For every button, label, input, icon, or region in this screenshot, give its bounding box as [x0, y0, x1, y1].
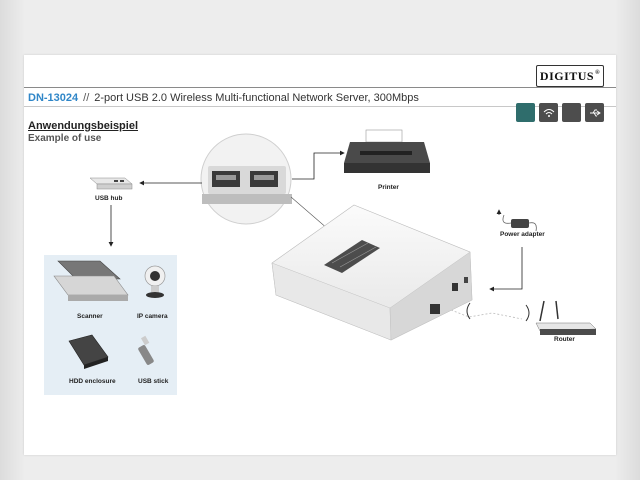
usage-diagram [44, 129, 597, 395]
product-description: 2-port USB 2.0 Wireless Multi-functional… [94, 92, 419, 104]
network-server-device [271, 204, 473, 341]
usb-hub-label: USB hub [95, 195, 123, 202]
ethernet-port-icon [452, 283, 458, 291]
product-title: DN-13024 // 2-port USB 2.0 Wireless Multi-… [28, 92, 419, 104]
ip-camera-icon [144, 265, 166, 298]
usb-ports-zoom [200, 133, 292, 225]
feature-badges [516, 103, 604, 122]
scanner-label: Scanner [77, 313, 103, 320]
usb-hub-icon [89, 177, 133, 190]
title-divider-2 [24, 106, 616, 107]
scanner-icon [53, 260, 129, 301]
power-adapter-label: Power adapter [500, 231, 545, 238]
usb-badge-icon [585, 103, 604, 122]
hdd-enclosure-icon [68, 334, 109, 369]
wireless-badge-icon [539, 103, 558, 122]
background-right [616, 0, 640, 480]
product-sheet: DIGITUS® DN-13024 // 2-port USB 2.0 Wirele… [24, 55, 616, 455]
router-icon [535, 300, 597, 335]
fast-connect-badge-icon [516, 103, 535, 122]
section-heading-de: Anwendungsbeispiel [28, 120, 139, 132]
power-adapter-icon [502, 214, 537, 232]
section-heading-en: Example of use [28, 133, 102, 144]
power-port-icon [464, 277, 468, 283]
lan-port-icon [430, 304, 440, 314]
printer-icon [344, 129, 430, 173]
usb-stick-label: USB stick [138, 378, 169, 385]
title-divider [24, 87, 616, 88]
product-code: DN-13024 [28, 92, 79, 104]
hdd-enclosure-label: HDD enclosure [69, 378, 116, 385]
printer-label: Printer [378, 184, 399, 191]
background-left [0, 0, 24, 480]
router-label: Router [554, 336, 575, 343]
usb-stick-icon [138, 335, 154, 365]
brand-logo: DIGITUS® [536, 65, 604, 87]
title-separator: // [83, 92, 90, 104]
high-speed-badge-icon [562, 103, 581, 122]
ip-camera-label: IP camera [137, 313, 168, 320]
wireless-signal-left-icon [466, 302, 471, 320]
wireless-signal-right-icon [525, 304, 530, 322]
